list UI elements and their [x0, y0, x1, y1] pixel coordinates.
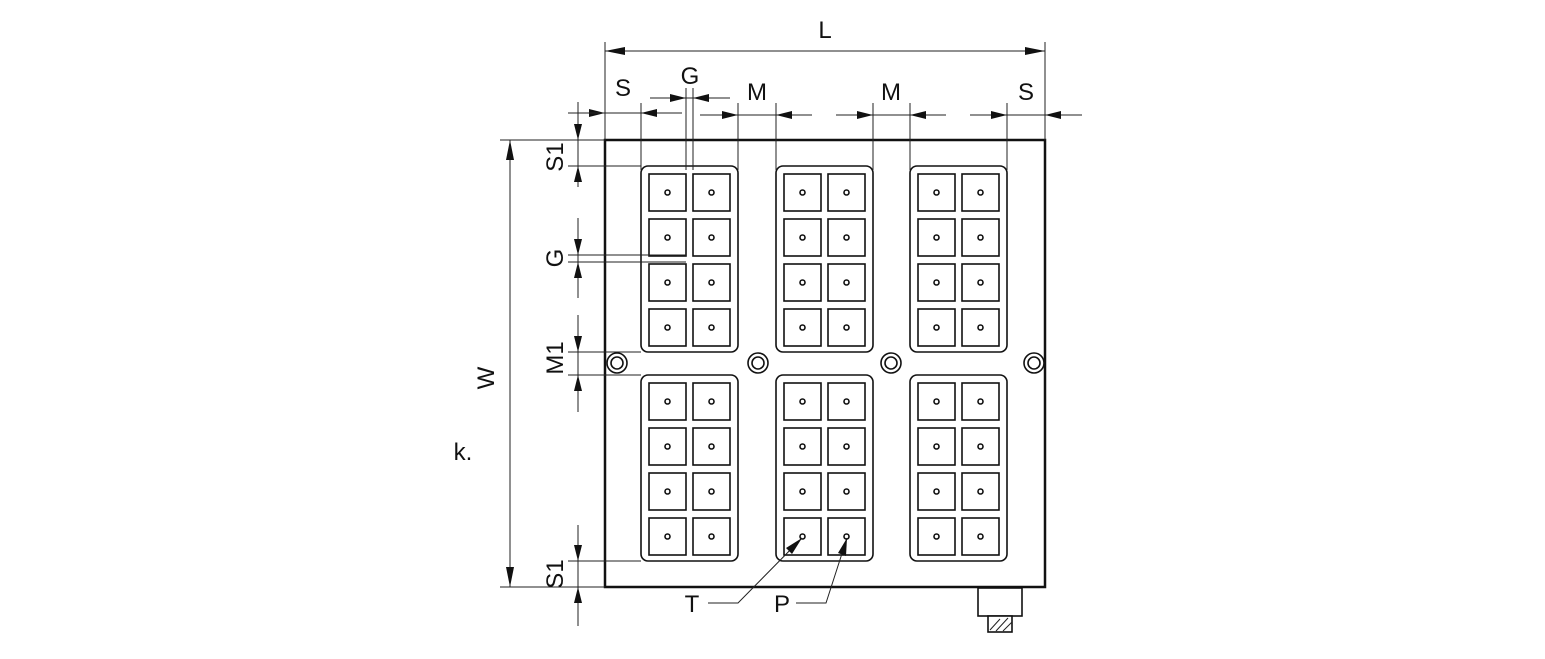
- pole-cell: [783, 173, 822, 212]
- pole-cell: [827, 218, 866, 257]
- mounting-hole: [880, 352, 902, 374]
- pole-cell: [783, 382, 822, 421]
- dimension-L: L: [604, 17, 1046, 140]
- pole-cell: [961, 263, 1000, 302]
- pole-cell: [917, 173, 956, 212]
- pole-block: [775, 374, 874, 562]
- pole-cell: [827, 472, 866, 511]
- pole-cell: [692, 308, 731, 347]
- label-M-first: M: [747, 79, 767, 106]
- label-G-top: G: [681, 63, 700, 90]
- pole-cell: [827, 517, 866, 556]
- label-S1-top: S1: [542, 142, 569, 171]
- label-P: P: [774, 591, 790, 618]
- pole-cell: [783, 472, 822, 511]
- pole-cell: [961, 382, 1000, 421]
- pole-cell: [961, 308, 1000, 347]
- pole-cell: [783, 427, 822, 466]
- pole-cell: [827, 308, 866, 347]
- label-G-left: G: [542, 249, 569, 268]
- pole-cell: [827, 263, 866, 302]
- label-S1-bottom: S1: [542, 559, 569, 588]
- label-S-left: S: [615, 75, 631, 102]
- pole-cell: [917, 263, 956, 302]
- pole-cell: [961, 173, 1000, 212]
- pole-block: [775, 165, 874, 353]
- label-W: W: [473, 366, 500, 389]
- pole-cell: [648, 308, 687, 347]
- pole-cell: [692, 517, 731, 556]
- pole-cell: [692, 382, 731, 421]
- label-S-right: S: [1018, 79, 1034, 106]
- pole-block: [640, 374, 739, 562]
- pole-cell: [648, 517, 687, 556]
- pole-cell: [961, 218, 1000, 257]
- mounting-hole: [606, 352, 628, 374]
- label-k: k.: [454, 439, 473, 466]
- pole-cell: [783, 308, 822, 347]
- pole-cell: [692, 472, 731, 511]
- pole-cell: [827, 427, 866, 466]
- chuck-body-outline: [603, 138, 1047, 589]
- pole-cell: [917, 308, 956, 347]
- pole-cell: [692, 173, 731, 212]
- pole-cell: [648, 263, 687, 302]
- pole-cell: [692, 218, 731, 257]
- pole-cell: [961, 427, 1000, 466]
- pole-cell: [648, 382, 687, 421]
- pole-cell: [827, 173, 866, 212]
- pole-cell: [961, 472, 1000, 511]
- pole-cell: [648, 472, 687, 511]
- label-L: L: [818, 17, 831, 44]
- pole-cell: [917, 382, 956, 421]
- pole-cell: [783, 218, 822, 257]
- pole-block: [909, 165, 1008, 353]
- pole-cell: [827, 382, 866, 421]
- dimension-chain-horizontal: S G M M S: [578, 63, 1082, 170]
- dimension-chain-vertical: S1 G M1 S1: [542, 102, 686, 626]
- cable-connector: [977, 587, 1023, 633]
- pole-block-grid: [640, 165, 1008, 562]
- mounting-hole: [747, 352, 769, 374]
- label-T: T: [685, 591, 700, 618]
- mounting-holes: [606, 352, 1045, 374]
- pole-cell: [648, 218, 687, 257]
- pole-cell: [648, 173, 687, 212]
- leader-P: P: [774, 537, 848, 618]
- pole-cell: [917, 517, 956, 556]
- pole-cell: [692, 263, 731, 302]
- pole-block: [909, 374, 1008, 562]
- pole-cell: [917, 427, 956, 466]
- pole-cell: [648, 427, 687, 466]
- mounting-hole: [1023, 352, 1045, 374]
- label-M1: M1: [542, 341, 569, 374]
- pole-cell: [917, 218, 956, 257]
- pole-cell: [692, 427, 731, 466]
- pole-block: [640, 165, 739, 353]
- label-M-second: M: [881, 79, 901, 106]
- dimension-W: W: [473, 139, 605, 588]
- pole-cell: [783, 263, 822, 302]
- pole-cell: [961, 517, 1000, 556]
- pole-cell: [917, 472, 956, 511]
- leader-T: T: [685, 537, 803, 618]
